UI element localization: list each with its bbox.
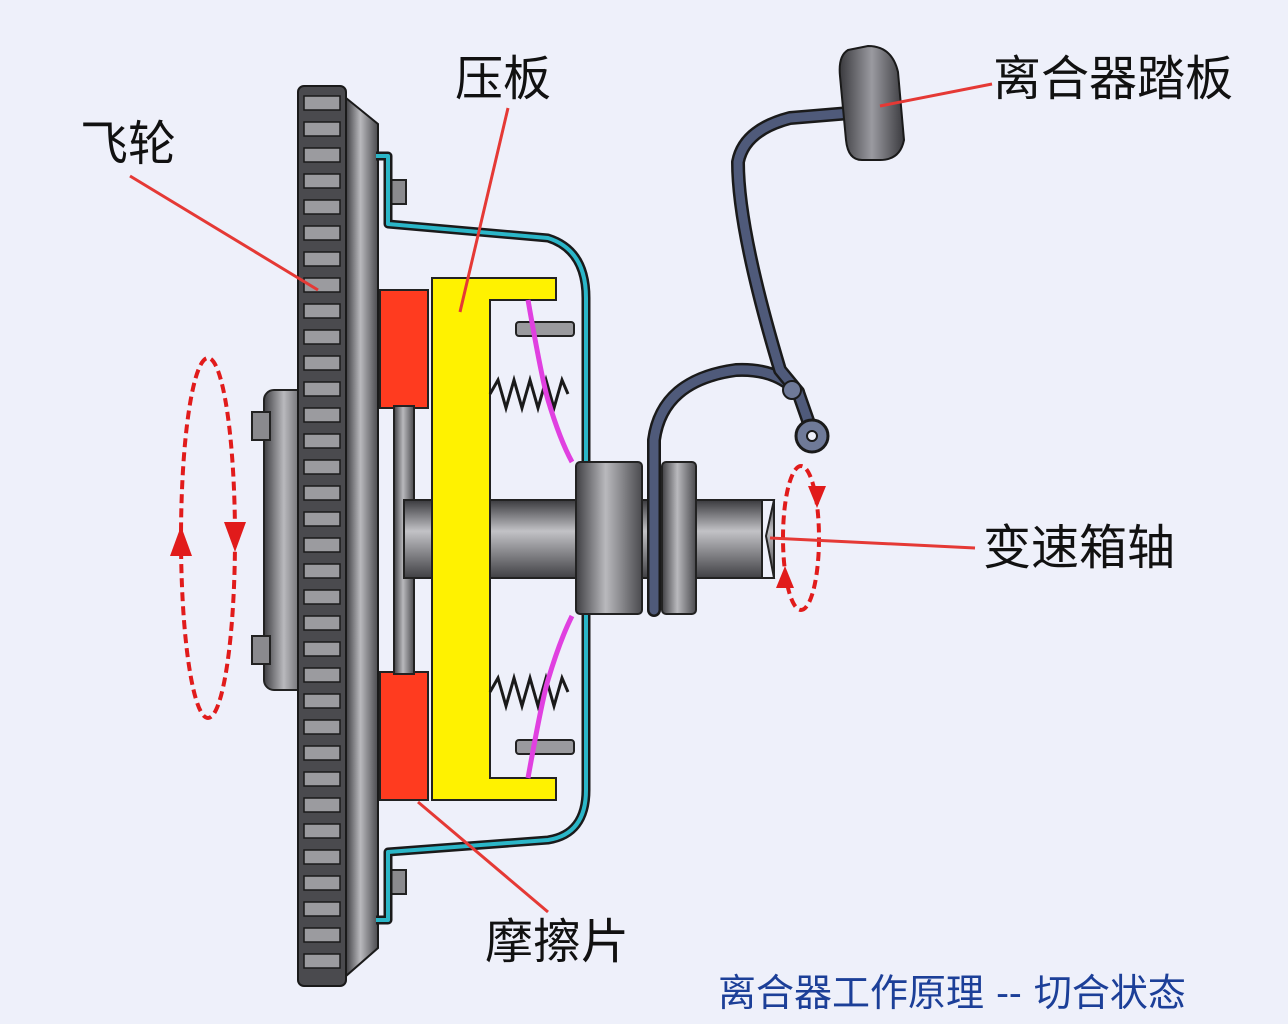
flywheel bbox=[297, 85, 379, 987]
flywheel-tooth bbox=[303, 199, 341, 215]
gearbox-shaft-leader bbox=[769, 536, 976, 550]
clutch-pedal-pad bbox=[838, 44, 906, 161]
pressure-plate-label: 压板 bbox=[455, 51, 552, 107]
flywheel-tooth bbox=[303, 95, 341, 111]
flywheel-tooth bbox=[303, 485, 341, 501]
release-lever-lower bbox=[525, 614, 575, 779]
clutch-pedal-leader bbox=[879, 82, 993, 108]
flywheel-leader bbox=[129, 174, 319, 292]
flywheel-tooth bbox=[303, 875, 341, 891]
flywheel-tooth bbox=[303, 407, 341, 423]
flywheel-tooth bbox=[303, 901, 341, 917]
flywheel-tooth bbox=[303, 719, 341, 735]
pressure-plate bbox=[431, 277, 557, 801]
flywheel-tooth bbox=[303, 537, 341, 553]
release-bearing-collar bbox=[661, 461, 697, 615]
flywheel-rotation-arrow bbox=[179, 356, 237, 720]
pin-lower bbox=[515, 739, 575, 755]
flywheel-tooth bbox=[303, 147, 341, 163]
friction-disc-label: 摩擦片 bbox=[485, 914, 630, 970]
flywheel-arrowhead-up bbox=[170, 526, 192, 556]
flywheel-tooth bbox=[303, 927, 341, 943]
flywheel-tooth bbox=[303, 693, 341, 709]
hub-bolt-top bbox=[251, 411, 271, 441]
flywheel-tooth bbox=[303, 615, 341, 631]
flywheel-tooth bbox=[303, 849, 341, 865]
flywheel-tooth bbox=[303, 225, 341, 241]
flywheel-tooth bbox=[303, 667, 341, 683]
spring-upper bbox=[488, 374, 570, 414]
friction-disc-leader bbox=[417, 800, 549, 914]
flywheel-tooth bbox=[303, 745, 341, 761]
flywheel-tooth bbox=[303, 823, 341, 839]
flywheel-tooth bbox=[303, 953, 341, 969]
flywheel-tooth bbox=[303, 329, 341, 345]
flywheel-arrowhead-down bbox=[224, 522, 246, 552]
flywheel-tooth bbox=[303, 589, 341, 605]
hub-bolt-bottom bbox=[251, 635, 271, 665]
flywheel-tooth bbox=[303, 433, 341, 449]
diagram-caption: 离合器工作原理 -- 切合状态 bbox=[718, 971, 1186, 1015]
flywheel-tooth bbox=[303, 121, 341, 137]
flywheel-tooth bbox=[303, 381, 341, 397]
clutch-pedal-label: 离合器踏板 bbox=[993, 51, 1234, 107]
friction-disc bbox=[379, 289, 429, 801]
shaft-arrowhead-up bbox=[776, 566, 794, 588]
shaft-arrowhead-down bbox=[808, 486, 826, 508]
flywheel-tooth bbox=[303, 641, 341, 657]
pivot-joint bbox=[782, 380, 802, 400]
flywheel-tooth bbox=[303, 771, 341, 787]
flywheel-tooth bbox=[303, 303, 341, 319]
flywheel-tooth bbox=[303, 459, 341, 475]
flywheel-tooth bbox=[303, 797, 341, 813]
flywheel-tooth bbox=[303, 173, 341, 189]
gearbox-shaft-label: 变速箱轴 bbox=[983, 520, 1176, 576]
pressure-plate-leader bbox=[458, 107, 510, 313]
flywheel-tooth bbox=[303, 251, 341, 267]
release-lever-upper bbox=[525, 299, 575, 464]
flywheel-label: 飞轮 bbox=[80, 116, 177, 172]
flywheel-tooth bbox=[303, 355, 341, 371]
spring-lower bbox=[488, 672, 570, 712]
pedal-linkage bbox=[647, 105, 869, 617]
pin-upper bbox=[515, 321, 575, 337]
flywheel-tooth bbox=[303, 511, 341, 527]
release-bearing bbox=[575, 461, 643, 615]
leader-lines bbox=[129, 82, 993, 914]
flywheel-tooth bbox=[303, 563, 341, 579]
